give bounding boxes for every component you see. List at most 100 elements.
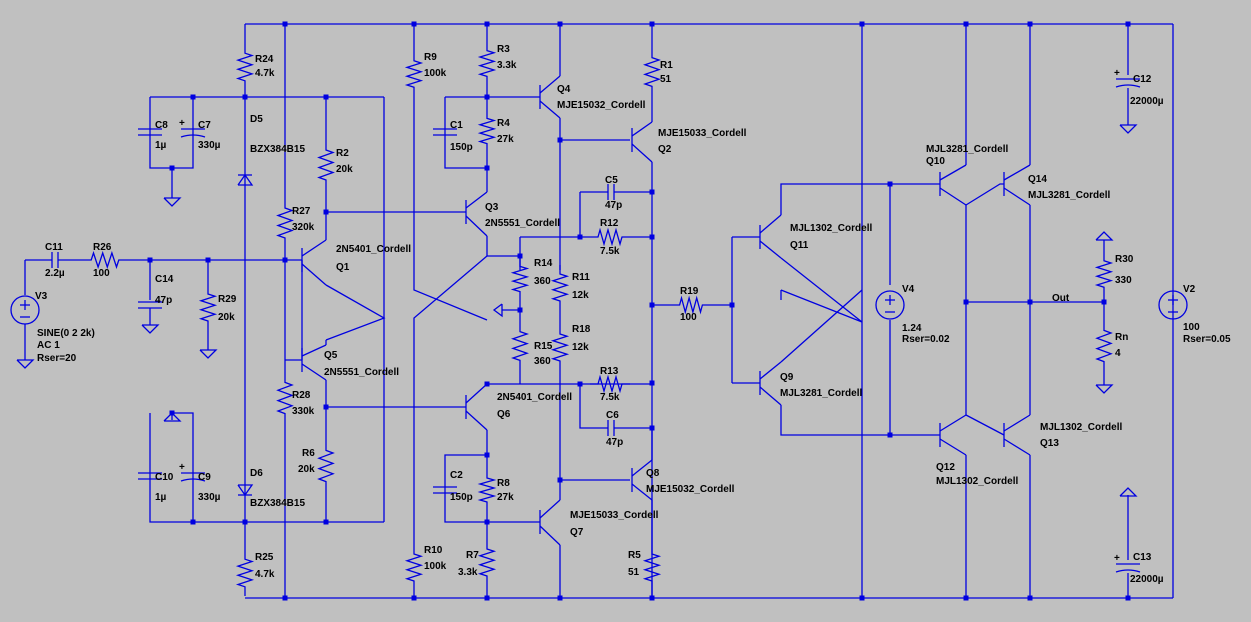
label-r5v: 51 <box>628 567 640 578</box>
label-r25v: 4.7k <box>255 569 275 580</box>
label-r29v: 20k <box>218 312 235 323</box>
v2-voltage-source <box>1158 290 1188 320</box>
r5-resistor <box>642 545 662 590</box>
label-c7: C7 <box>198 120 211 131</box>
label-c6v: 47p <box>606 437 623 448</box>
transistor-emitter <box>759 240 782 259</box>
label-r30: R30 <box>1115 254 1134 265</box>
r29-resistor <box>198 285 218 330</box>
transistor-collector <box>631 459 653 477</box>
label-q1: Q1 <box>336 262 350 273</box>
plus-sign: + <box>1114 68 1120 79</box>
label-q9: Q9 <box>780 372 794 383</box>
label-r2: R2 <box>336 148 349 159</box>
ground-symbol <box>199 349 218 359</box>
label-q9m: MJL3281_Cordell <box>780 388 862 399</box>
junction <box>484 381 490 387</box>
r4-resistor <box>477 110 497 152</box>
transistor-emitter <box>631 483 653 501</box>
plus-sign: + <box>1114 553 1120 564</box>
label-r9: R9 <box>424 52 437 63</box>
plus-sign: + <box>179 462 185 473</box>
label-c12v: 22000µ <box>1130 96 1164 107</box>
transistor-collector <box>465 191 488 209</box>
transistor-collector <box>301 344 327 357</box>
label-c6: C6 <box>606 410 619 421</box>
transistor-emitter <box>939 187 967 206</box>
transistor-emitter <box>1003 438 1031 456</box>
transistor-collector <box>939 414 967 432</box>
label-r14v: 360 <box>534 276 551 287</box>
capacitor-plate <box>1115 569 1141 573</box>
v4-voltage-source <box>875 290 905 320</box>
r26-resistor <box>82 250 128 270</box>
label-q4: Q4 <box>557 84 571 95</box>
label-r8v: 27k <box>497 492 514 503</box>
label-q5: Q5 <box>324 350 338 361</box>
label-c11v: 2.2µ <box>45 268 65 279</box>
label-c12: C12 <box>1133 74 1152 85</box>
label-q3m: 2N5551_Cordell <box>485 218 560 229</box>
label-r18v: 12k <box>572 342 589 353</box>
r2-resistor <box>317 140 335 190</box>
label-r13v: 7.5k <box>600 392 620 403</box>
label-q14m: MJL3281_Cordell <box>1028 190 1110 201</box>
label-r1v: 51 <box>660 74 672 85</box>
r7-resistor <box>477 540 497 585</box>
wire <box>149 412 194 523</box>
label-v2r: Rser=0.05 <box>1183 334 1231 345</box>
wire <box>325 284 386 341</box>
label-r9v: 100k <box>424 68 447 79</box>
label-r5: R5 <box>628 550 641 561</box>
label-v3a: AC 1 <box>37 340 60 351</box>
label-r26: R26 <box>93 242 112 253</box>
capacitor-plate <box>180 134 206 138</box>
junction <box>577 234 583 240</box>
plus-sign: + <box>179 118 185 129</box>
label-c2v: 150p <box>450 492 473 503</box>
label-r28: R28 <box>292 390 311 401</box>
transistor-collector <box>1003 414 1031 432</box>
label-r8: R8 <box>497 478 510 489</box>
label-c9: C9 <box>198 472 211 483</box>
transistor-collector <box>465 383 488 404</box>
transistor-collector <box>759 361 782 380</box>
transistor-emitter <box>301 263 327 286</box>
label-r6v: 20k <box>298 464 315 475</box>
label-r26v: 100 <box>93 268 110 279</box>
r15-resistor <box>510 322 530 370</box>
label-q8m: MJE15032_Cordell <box>646 484 735 495</box>
label-r30v: 330 <box>1115 275 1132 286</box>
label-c9v: 330µ <box>198 492 221 503</box>
transistor-emitter <box>939 438 967 456</box>
label-r29: R29 <box>218 294 237 305</box>
label-c14: C14 <box>155 274 174 285</box>
zener-diode-symbol <box>237 484 254 497</box>
label-c8: C8 <box>155 120 168 131</box>
wire <box>486 236 520 257</box>
r9-resistor <box>404 52 424 96</box>
label-r10: R10 <box>424 545 443 556</box>
label-q2: Q2 <box>658 144 672 155</box>
label-q4m: MJE15032_Cordell <box>557 100 646 111</box>
label-r19v: 100 <box>680 312 697 323</box>
label-r4v: 27k <box>497 134 514 145</box>
wire <box>149 97 194 169</box>
transistor-collector <box>539 75 561 94</box>
junction <box>242 519 248 525</box>
wire <box>965 414 1005 436</box>
supply-flag <box>1119 487 1138 497</box>
ground-symbol <box>1095 384 1114 394</box>
label-r12: R12 <box>600 218 619 229</box>
transistor-collector <box>301 239 327 257</box>
r24-resistor <box>235 44 255 90</box>
junction <box>242 94 248 100</box>
label-r6: R6 <box>302 448 315 459</box>
r18-resistor <box>550 325 570 370</box>
r11-resistor <box>550 265 570 310</box>
label-q7m: MJE15033_Cordell <box>570 510 659 521</box>
label-v2: V2 <box>1183 284 1196 295</box>
label-q10m: MJL3281_Cordell <box>926 144 1008 155</box>
